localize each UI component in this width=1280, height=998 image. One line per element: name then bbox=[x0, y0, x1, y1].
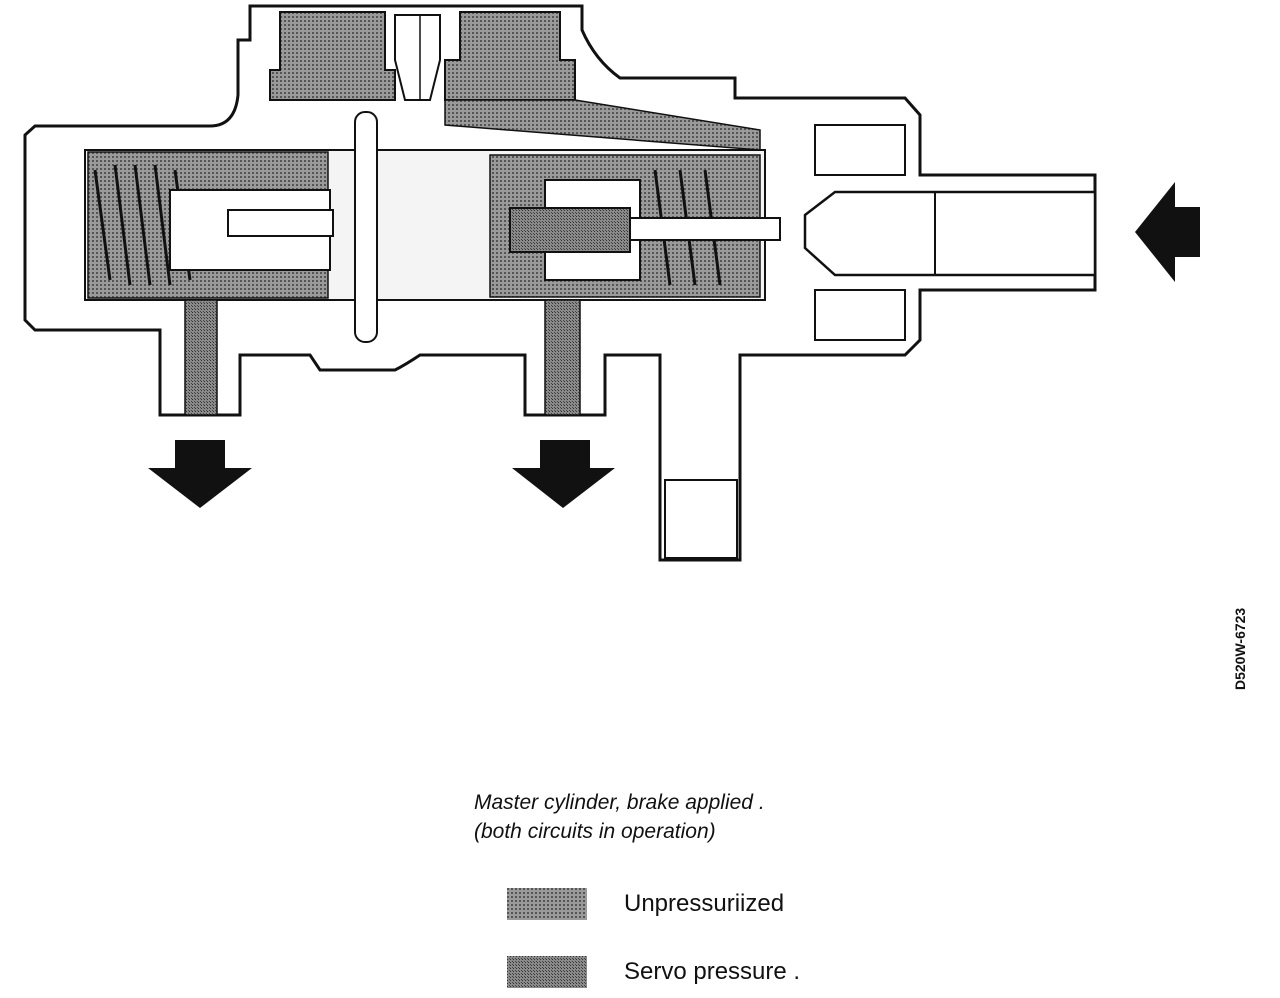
figure-caption: Master cylinder, brake applied . (both c… bbox=[474, 788, 765, 846]
reservoir-fitting-left bbox=[269, 11, 396, 101]
legend-label: Servo pressure . bbox=[624, 958, 801, 985]
mounting-flange bbox=[664, 479, 738, 559]
feed-channel-right bbox=[444, 99, 761, 151]
center-valve bbox=[394, 14, 441, 101]
primary-piston-core bbox=[509, 207, 631, 253]
rod-seal-bottom bbox=[814, 289, 906, 341]
push-rod bbox=[803, 190, 1097, 277]
caption-line-1: Master cylinder, brake applied . bbox=[474, 791, 765, 814]
stop-pin bbox=[354, 111, 378, 343]
servo-pressure-swatch bbox=[507, 956, 587, 988]
reservoir-fitting-right bbox=[444, 11, 576, 101]
outlet-port-primary bbox=[544, 299, 581, 416]
unpressurized-swatch bbox=[507, 888, 587, 920]
caption-line-2: (both circuits in operation) bbox=[474, 820, 716, 843]
figure-id-code: D520W-6723 bbox=[1232, 607, 1248, 690]
rod-seal-top bbox=[814, 124, 906, 176]
outlet-port-secondary bbox=[184, 299, 218, 416]
legend-label: Unpressuriized bbox=[624, 890, 785, 917]
outflow-arrow-left-icon bbox=[148, 440, 252, 508]
outflow-arrow-right-icon bbox=[512, 440, 615, 508]
input-force-arrow-icon bbox=[1135, 182, 1200, 282]
